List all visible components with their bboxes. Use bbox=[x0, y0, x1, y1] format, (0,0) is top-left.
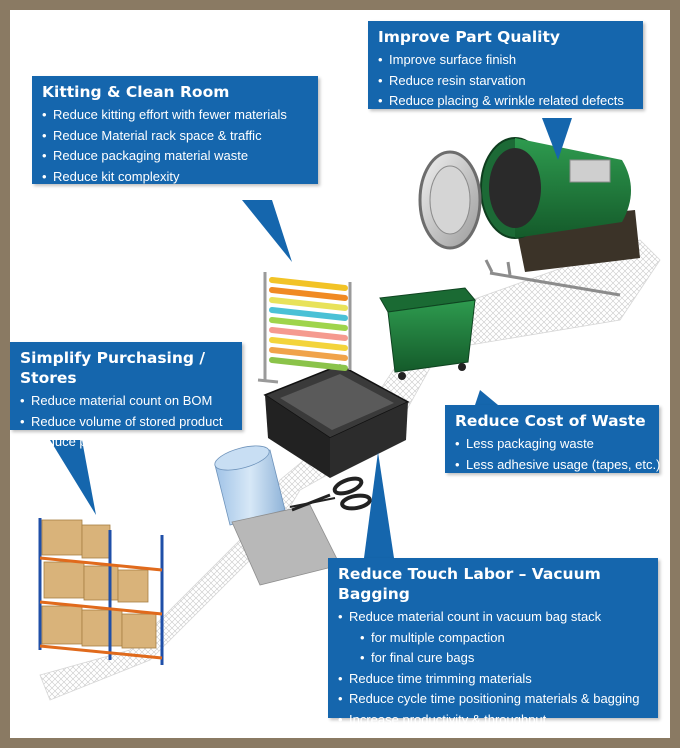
frame: Improve Part Quality Improve surface fin… bbox=[10, 10, 670, 738]
callout-item: Reduce cycle time positioning materials … bbox=[338, 689, 650, 710]
callout-title: Simplify Purchasing / Stores bbox=[20, 349, 206, 387]
callout-item: Reduce packaging material waste bbox=[42, 146, 310, 167]
callout-title: Reduce Cost of Waste bbox=[455, 412, 646, 430]
callout-item: Reduce material count in vacuum bag stac… bbox=[338, 607, 650, 628]
vacuum-tray-icon bbox=[263, 364, 410, 478]
scissors-icon bbox=[289, 476, 372, 512]
callout-reduce-cost-of-waste: Reduce Cost of Waste Less packaging wast… bbox=[445, 405, 660, 476]
callout-item: Improve surface finish bbox=[378, 50, 635, 71]
callout-item: Increase productivity & throughput bbox=[338, 710, 650, 731]
callout-subitem: for multiple compaction bbox=[338, 628, 650, 649]
callout-kitting-clean-room: Kitting & Clean Room Reduce kitting effo… bbox=[32, 76, 318, 187]
callout-item: Less packaging waste bbox=[455, 434, 651, 455]
warehouse-rack-icon bbox=[38, 518, 164, 665]
callout-item: Reduce material count on BOM bbox=[20, 391, 234, 412]
callout-item: Reduce resin starvation bbox=[378, 71, 635, 92]
callout-item: Less adhesive usage (tapes, etc.) bbox=[455, 455, 660, 476]
callout-simplify-purchasing: Simplify Purchasing / Stores Reduce mate… bbox=[10, 342, 242, 452]
callout-item: Reduce volume of stored product bbox=[20, 412, 234, 433]
film-roll-icon bbox=[214, 445, 341, 586]
caliper-icon bbox=[484, 259, 621, 297]
waste-bin-icon bbox=[379, 287, 476, 380]
callout-title: Kitting & Clean Room bbox=[42, 83, 230, 101]
callout-item: Reduce kitting effort with fewer materia… bbox=[42, 105, 310, 126]
callout-improve-part-quality: Improve Part Quality Improve surface fin… bbox=[368, 21, 643, 112]
callout-item: Reduce kit complexity bbox=[42, 167, 310, 188]
callout-item: Reduce placing & wrinkle related defects bbox=[378, 91, 635, 112]
callout-subitem: for final cure bags bbox=[338, 648, 650, 669]
callout-pointers bbox=[50, 118, 572, 558]
callout-item: Reduce time trimming materials bbox=[338, 669, 650, 690]
process-illustration bbox=[38, 118, 661, 701]
callout-title: Reduce Touch Labor – Vacuum Bagging bbox=[338, 565, 601, 603]
callout-item: Reduce Material rack space & traffic bbox=[42, 126, 310, 147]
autoclave-icon bbox=[418, 137, 640, 272]
callout-item: Reduce pick times & delivery time bbox=[20, 432, 234, 453]
material-roll-rack-icon bbox=[257, 272, 352, 384]
callout-reduce-touch-labor: Reduce Touch Labor – Vacuum Bagging Redu… bbox=[328, 558, 658, 730]
callout-title: Improve Part Quality bbox=[378, 28, 560, 46]
